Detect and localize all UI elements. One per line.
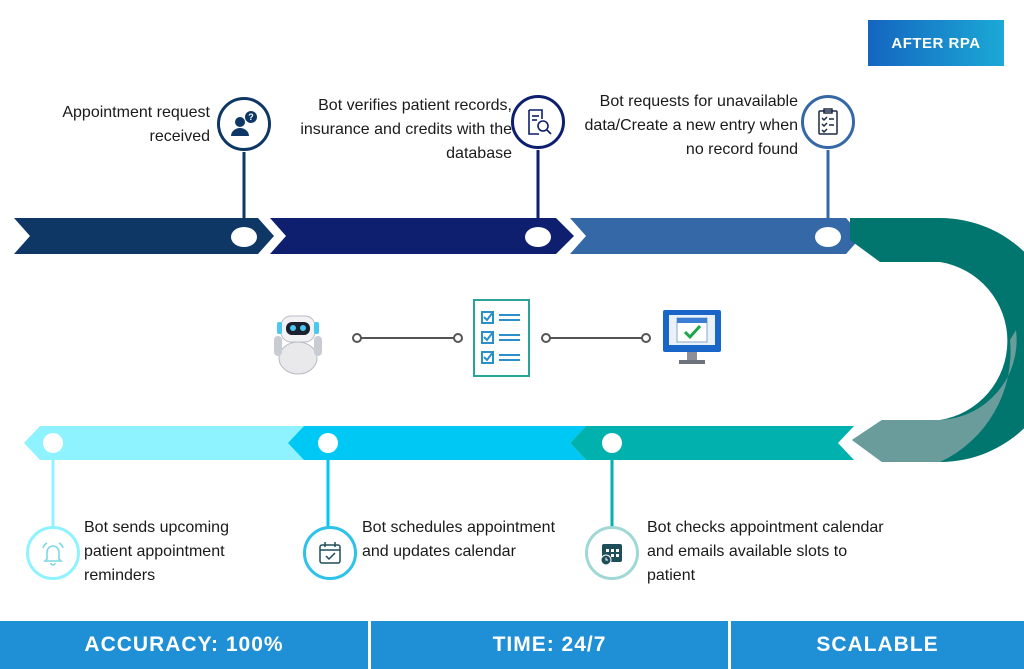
connector-dot-3 [815, 227, 841, 247]
checklist-clipboard-icon [818, 108, 838, 135]
center-link-2-end-a [541, 333, 551, 343]
step-4-icon-circle [585, 526, 639, 580]
step-6-text: Bot sends upcoming patient appointment r… [84, 519, 229, 584]
footer-metrics-bar: ACCURACY: 100% TIME: 24/7 SCALABLE [0, 621, 1024, 669]
top-arrow-1 [14, 218, 274, 254]
monitor-calendar-icon [663, 310, 721, 364]
calendar-clock-icon [600, 544, 622, 566]
footer-divider [728, 621, 731, 669]
step-2-text: Bot verifies patient records, insurance … [300, 97, 512, 162]
curve-right [850, 218, 1024, 462]
step-1-icon-circle: ? [217, 97, 271, 151]
document-search-icon [528, 109, 552, 135]
checklist-icon [473, 299, 530, 377]
accuracy-metric: ACCURACY: 100% [0, 621, 368, 669]
bottom-arrow-1 [570, 426, 854, 460]
person-question-icon: ? [231, 111, 257, 136]
connector-dot-6 [43, 433, 63, 453]
bottom-arrow-2 [286, 426, 586, 460]
step-3-icon-circle [801, 95, 855, 149]
after-rpa-badge: AFTER RPA [868, 20, 1004, 66]
step-4-text: Bot checks appointment calendar and emai… [647, 519, 884, 584]
step-3-text: Bot requests for unavailable data/Create… [584, 93, 798, 158]
footer-divider [368, 621, 371, 669]
step-5-text: Bot schedules appointment and updates ca… [362, 519, 556, 560]
process-flow-diagram [14, 150, 1024, 528]
bottom-arrow-3 [24, 426, 304, 460]
robot-icon [274, 315, 322, 375]
top-arrow-2 [270, 218, 574, 254]
svg-text:?: ? [248, 112, 254, 122]
curve-right-lower [852, 330, 1017, 462]
time-metric: TIME: 24/7 [371, 621, 728, 669]
calendar-check-icon [319, 542, 341, 564]
connector-dot-2 [525, 227, 551, 247]
center-link-2-end-b [641, 333, 651, 343]
scalable-metric: SCALABLE [731, 621, 1024, 669]
connector-dot-1 [231, 227, 257, 247]
center-link-1-end-b [453, 333, 463, 343]
step-6-icon-circle [26, 526, 80, 580]
connector-dot-5 [318, 433, 338, 453]
step-5-icon-circle [303, 526, 357, 580]
connector-dot-4 [602, 433, 622, 453]
top-arrow-3 [570, 218, 862, 254]
step-1-text: Appointment request received [62, 104, 210, 145]
step-2-icon-circle [511, 95, 565, 149]
alarm-bell-icon [42, 542, 64, 566]
center-link-1-end-a [352, 333, 362, 343]
